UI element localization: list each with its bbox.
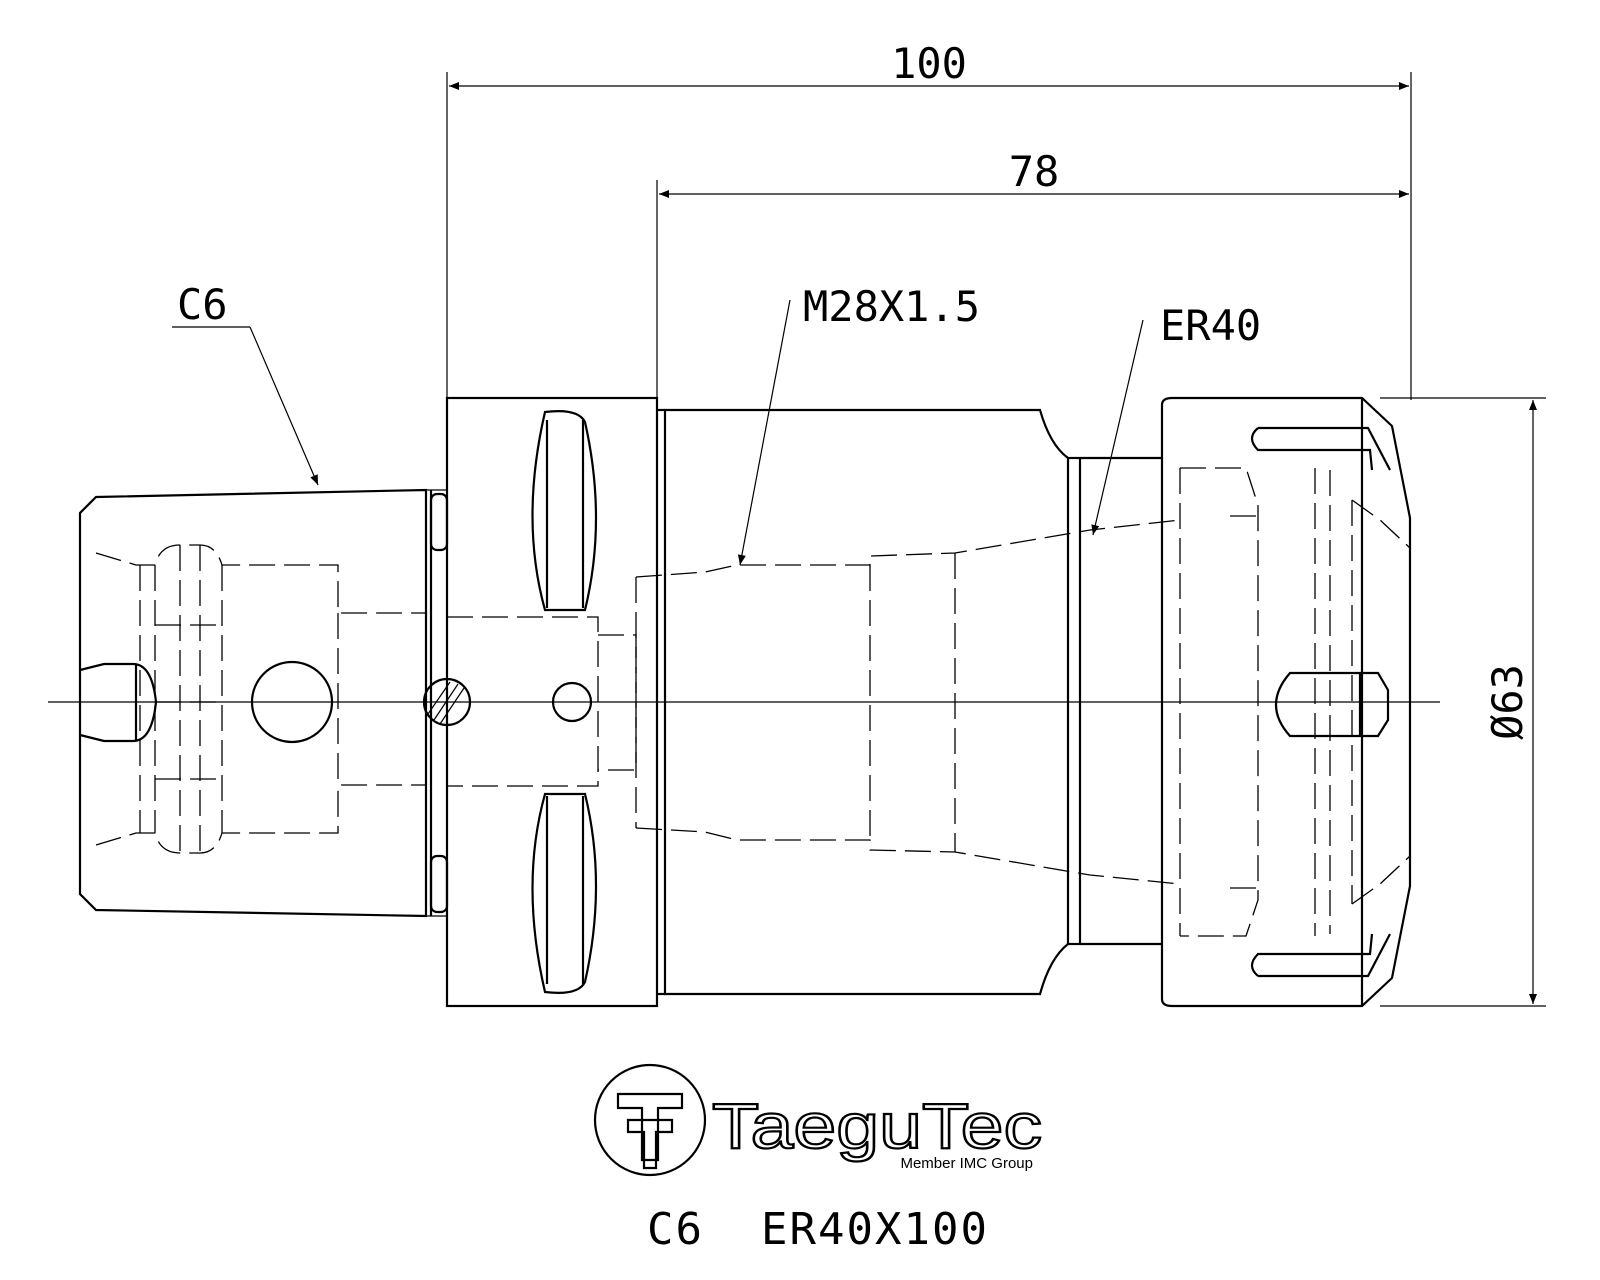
callout-collet: ER40 [1091,301,1261,536]
callout-shank: C6 [172,280,319,486]
dimension-gauge-length: 78 [656,147,1409,400]
dimension-100-label: 100 [891,39,967,88]
flange [445,396,665,1008]
callout-thread: M28X1.5 [737,282,980,566]
callout-er40-label: ER40 [1160,301,1261,350]
dimension-78-label: 78 [1009,147,1060,196]
shank-c6 [78,488,472,918]
brand-tagline: Member IMC Group [900,1155,1033,1172]
dimension-overall-length: 100 [446,39,1412,400]
callout-thread-label: M28X1.5 [803,282,980,331]
product-caption: C6 ER40X100 [647,1204,989,1255]
brand-name: TaeguTec [712,1090,1042,1162]
callout-c6-label: C6 [177,280,228,329]
main-body [635,408,1181,996]
collet-nut [1160,396,1412,1008]
dimension-diameter: Ø63 [1380,397,1546,1007]
taegutec-logo: TaeguTec Member IMC Group [593,1063,1043,1177]
dimension-diameter-label: Ø63 [1483,664,1532,740]
